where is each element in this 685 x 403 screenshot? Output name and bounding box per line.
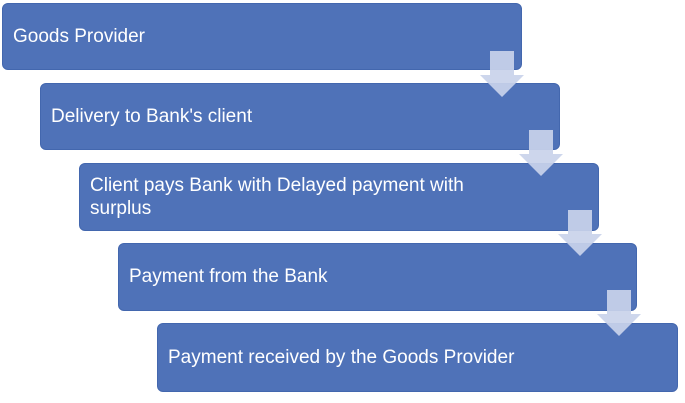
flow-step-label: Delivery to Bank's client (51, 105, 253, 127)
down-arrow-icon (558, 210, 602, 256)
flow-step-delivery: Delivery to Bank's client (40, 83, 560, 150)
flow-step-payment-received: Payment received by the Goods Provider (157, 323, 678, 392)
flow-step-label: Goods Provider (13, 25, 146, 47)
flow-step-bank-payment: Payment from the Bank (118, 243, 637, 311)
down-arrow-icon (480, 51, 524, 97)
flow-step-label: Payment received by the Goods Provider (168, 346, 515, 368)
flow-step-label: Payment from the Bank (129, 266, 328, 287)
down-arrow-icon (519, 130, 563, 176)
down-arrow-icon (597, 290, 641, 336)
flow-step-goods-provider: Goods Provider (2, 3, 522, 70)
flow-step-label: Client pays Bank with Delayed payment wi… (90, 175, 464, 219)
flow-step-client-pays: Client pays Bank with Delayed payment wi… (79, 163, 599, 231)
